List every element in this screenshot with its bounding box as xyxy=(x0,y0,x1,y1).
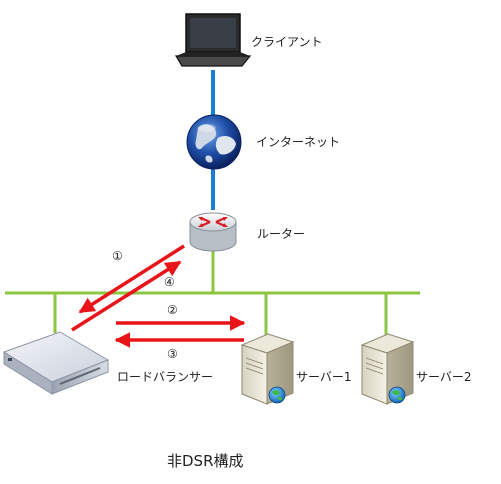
flow-label-1: ① xyxy=(112,249,123,263)
flow-arrow-4 xyxy=(71,260,182,332)
router-icon xyxy=(189,212,237,252)
router-label: ルーター xyxy=(257,227,305,241)
internet-label: インターネット xyxy=(256,135,340,149)
diagram-caption: 非DSR構成 xyxy=(167,452,244,470)
server2-label: サーバー2 xyxy=(416,370,472,384)
flow-label-4: ④ xyxy=(164,275,175,289)
server-tower-icon xyxy=(240,333,295,405)
globe-icon xyxy=(186,114,242,170)
flow-label-3: ③ xyxy=(167,347,178,361)
server-tower-icon xyxy=(360,333,415,405)
client-label: クライアント xyxy=(251,35,323,49)
flow-arrow-1 xyxy=(78,244,185,314)
globe-icon xyxy=(388,386,406,404)
globe-icon xyxy=(268,386,286,404)
server1-label: サーバー1 xyxy=(296,370,352,384)
load-balancer-appliance-icon xyxy=(2,331,110,395)
flow-label-2: ② xyxy=(167,303,178,317)
load-balancer-label: ロードバランサー xyxy=(117,370,213,384)
laptop-icon xyxy=(174,13,252,67)
